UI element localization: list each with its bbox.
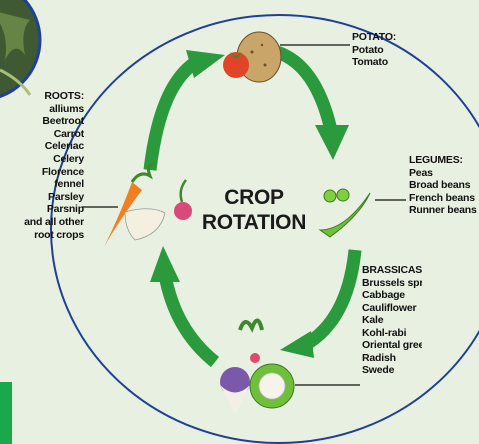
legumes-group: LEGUMES: Peas Broad beans French beans R…: [409, 154, 479, 217]
list-item: Beetroot: [2, 115, 84, 128]
list-item: Florence: [2, 166, 84, 179]
roots-heading: ROOTS:: [2, 90, 84, 103]
legumes-heading: LEGUMES:: [409, 154, 479, 167]
brassicas-heading: BRASSICAS:: [362, 264, 422, 277]
list-item: Peas: [409, 167, 479, 180]
potato-heading: POTATO:: [352, 31, 412, 44]
list-item: Parsley: [2, 191, 84, 204]
list-item: Radish: [362, 352, 422, 365]
list-item: Potato: [352, 44, 412, 57]
roots-group: ROOTS: alliums Beetroot Carrot Celeriac …: [2, 90, 84, 241]
list-item: Celeriac: [2, 140, 84, 153]
list-item: Carrot: [2, 128, 84, 141]
corner-photo: [0, 0, 40, 100]
brassicas-group: BRASSICAS: Brussels sprouts Cabbage Caul…: [362, 264, 422, 404]
list-item: Tomato: [352, 56, 412, 69]
list-item: Runner beans etc.: [409, 204, 479, 217]
list-item: Oriental greens: [362, 339, 422, 352]
list-item: and all other: [2, 216, 84, 229]
center-title: CROP ROTATION: [199, 185, 309, 235]
list-item: Swede: [362, 364, 422, 377]
potato-group: POTATO: Potato Tomato: [352, 31, 412, 69]
list-item: Parsnip: [2, 203, 84, 216]
list-item: Cabbage: [362, 289, 422, 302]
list-item: Cauliflower: [362, 302, 422, 315]
list-item: Kale: [362, 314, 422, 327]
list-item: French beans: [409, 192, 479, 205]
list-item: Brussels sprouts: [362, 277, 422, 290]
list-item: Kohl-rabi: [362, 327, 422, 340]
center-title-line-2: ROTATION: [199, 210, 309, 235]
list-item: fennel: [2, 178, 84, 191]
list-item: root crops: [2, 229, 84, 242]
center-title-line-1: CROP: [199, 185, 309, 210]
list-item: Celery: [2, 153, 84, 166]
list-item: alliums: [2, 103, 84, 116]
corner-bar: [0, 382, 12, 444]
list-item: Broad beans: [409, 179, 479, 192]
